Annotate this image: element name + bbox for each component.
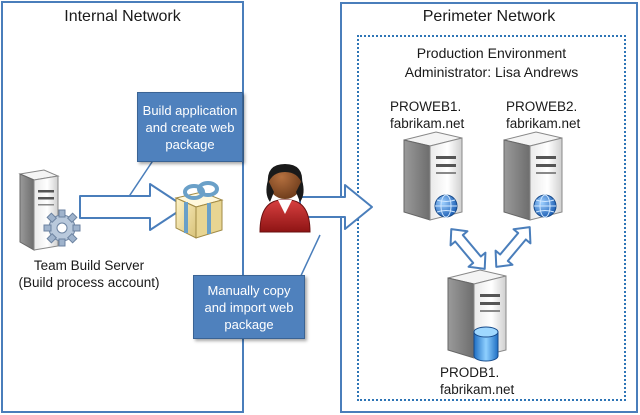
copy-callout-line-1: Manually copy [207, 282, 291, 298]
build-callout-line-1: Build application [142, 102, 238, 118]
build-callout-line-2: and create web [145, 119, 235, 135]
proweb2-prodb1-arrow [494, 226, 532, 268]
proweb2-label: PROWEB2. fabrikam.net [506, 98, 580, 132]
build-server-name: Team Build Server [33, 258, 145, 273]
administrator-label: Administrator: Lisa Andrews [404, 64, 579, 80]
proweb2-name: PROWEB2. [506, 99, 578, 114]
build-to-package-arrow [79, 183, 186, 231]
prodb1-domain: fabrikam.net [440, 382, 515, 397]
database-icon [473, 326, 499, 362]
proweb2-domain: fabrikam.net [506, 116, 581, 131]
proweb1-label: PROWEB1. fabrikam.net [390, 98, 464, 132]
proweb1-domain: fabrikam.net [390, 116, 465, 131]
proweb1-name: PROWEB1. [390, 99, 462, 114]
gear-icon [43, 209, 81, 247]
administrator-person-icon [259, 164, 311, 233]
build-package-callout: Build application and create web package [137, 92, 243, 162]
manual-copy-callout: Manually copy and import web package [193, 275, 305, 339]
copy-callout-line-2: and import web [204, 299, 294, 315]
prodb1-name: PRODB1. [440, 365, 500, 380]
proweb1-prodb1-arrow [449, 228, 487, 270]
web-package-icon [174, 181, 224, 239]
copy-callout-line-3: package [224, 316, 274, 332]
globe-icon [434, 194, 458, 218]
globe-icon [533, 194, 557, 218]
copy-callout-leader [297, 234, 321, 283]
build-server-label: Team Build Server (Build process account… [14, 257, 164, 291]
build-server-account: (Build process account) [18, 275, 160, 290]
build-callout-line-3: package [165, 136, 215, 152]
prodb1-label: PRODB1. fabrikam.net [440, 364, 514, 398]
admin-to-perimeter-arrow [299, 184, 373, 230]
build-server-icon [18, 169, 60, 251]
production-environment-title: Production Environment [416, 45, 567, 61]
perimeter-network-title: Perimeter Network [422, 8, 556, 25]
internal-network-title: Internal Network [64, 8, 181, 25]
